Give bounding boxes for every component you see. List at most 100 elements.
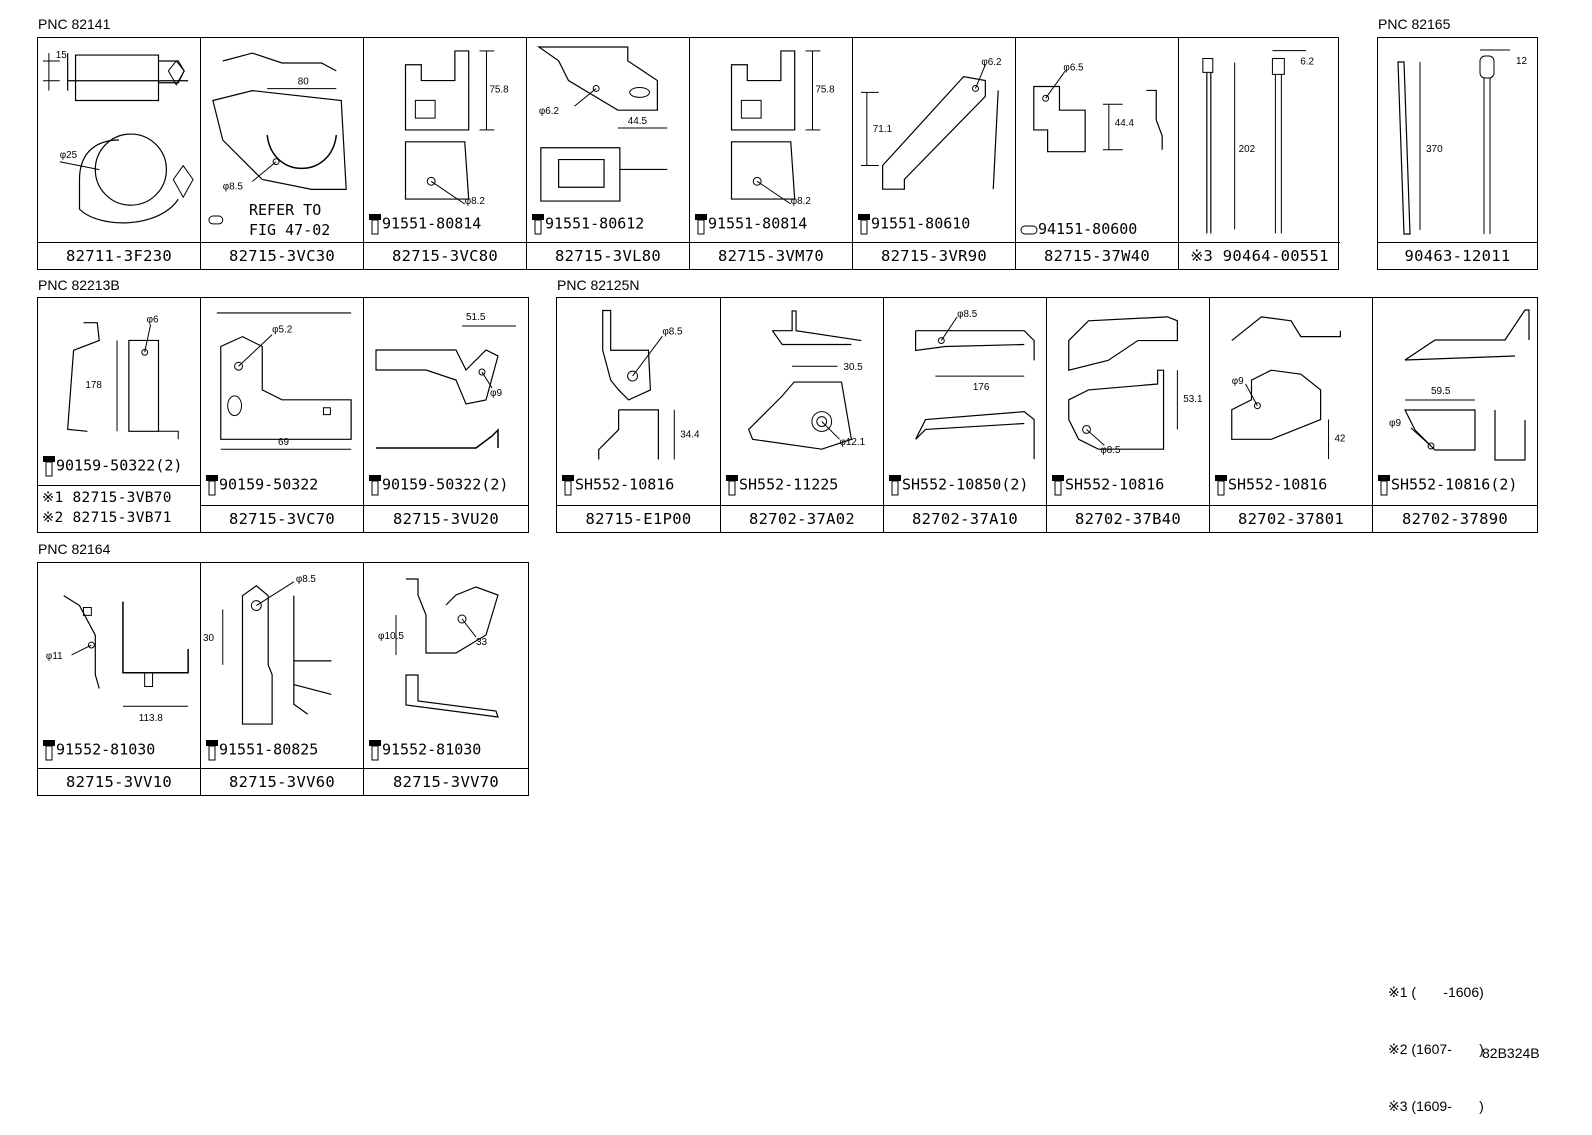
part-number[interactable]: 82702-37890 [1373, 505, 1537, 532]
part-number[interactable]: 82715-3VL80 [527, 242, 689, 269]
clamp-drawing: 15 φ25 [40, 50, 198, 238]
fastener-callout[interactable]: SH552-10816 [1051, 474, 1164, 496]
part-number[interactable]: 82715-3VU20 [364, 505, 528, 532]
bracket-drawing: 178 φ6 [40, 315, 198, 450]
dim-label: 6.2 [1300, 56, 1314, 67]
fastener-callout[interactable]: SH552-11225 [725, 474, 838, 496]
fastener-callout[interactable]: 91551-80612 [531, 213, 644, 235]
part-number[interactable]: 82702-37A02 [721, 505, 883, 532]
part-cell[interactable]: 178 φ6 90159-50322(2) ※1 82715-3VB70 ※2 … [38, 298, 201, 532]
bolt-icon [369, 740, 381, 761]
fastener-number: 91551-80814 [382, 214, 482, 233]
part-cell[interactable]: φ6.2 44.5 91551-80612 82715-3VL80 [527, 38, 690, 269]
figure-code: 82B324B [1482, 1045, 1540, 1061]
part-cell[interactable]: φ11 113.8 91552-81030 82715-3VV10 [38, 563, 201, 795]
fastener-callout[interactable]: 90159-50322(2) [42, 455, 182, 477]
part-number[interactable]: 82715-3VV60 [201, 768, 363, 795]
part-cell[interactable]: φ9 51.5 90159-50322(2) 82715-3VU20 [364, 298, 528, 532]
part-cell[interactable]: 59.5 φ9 SH552-10816(2) 82702-37890 [1373, 298, 1537, 532]
dim-label: φ6.5 [1063, 63, 1084, 74]
cable-tie-drawing: 6.2 202 [1181, 40, 1315, 238]
dim-label: 59.5 [1431, 386, 1451, 397]
note-line: ※1 ( -1606) [1388, 984, 1484, 1000]
dim-label: φ6 [147, 315, 159, 326]
part-number[interactable]: 82715-3VC80 [364, 242, 526, 269]
dim-label: 30 [203, 633, 214, 644]
part-number[interactable]: 82715-37W40 [1016, 242, 1178, 269]
part-cell[interactable]: 6.2 202 ※3 90464-00551 [1179, 38, 1340, 269]
part-number-variant-2[interactable]: ※2 82715-3VB71 [42, 510, 172, 526]
part-number[interactable]: 82715-3VV10 [38, 768, 200, 795]
part-cell[interactable]: φ6.2 71.1 91551-80610 82715-3VR90 [853, 38, 1016, 269]
part-number[interactable]: 82715-E1P00 [557, 505, 720, 532]
part-cell[interactable]: 75.8 φ8.2 91551-80814 82715-3VC80 [364, 38, 527, 269]
part-cell[interactable]: φ6.5 44.4 94151-80600 82715-37W40 [1016, 38, 1179, 269]
part-number[interactable]: 82715-3VR90 [853, 242, 1015, 269]
dim-label: 113.8 [139, 713, 163, 724]
dim-label: φ6.2 [539, 106, 559, 117]
fastener-callout[interactable]: 91551-80814 [368, 213, 481, 235]
part-number[interactable]: 82711-3F230 [38, 242, 200, 269]
dim-label: φ12.1 [840, 437, 866, 448]
dim-label: φ8.5 [957, 309, 978, 320]
part-cell[interactable]: φ8.5 34.4 SH552-10816 82715-E1P00 [557, 298, 721, 532]
part-cell[interactable]: 75.8 φ8.2 91551-80814 82715-3VM70 [690, 38, 853, 269]
fastener-callout[interactable]: 91551-80825 [205, 739, 318, 761]
dim-label: 202 [1239, 144, 1256, 155]
part-cell[interactable]: 12 370 90463-12011 [1378, 38, 1537, 269]
part-number[interactable]: 90463-12011 [1378, 242, 1537, 269]
part-number-pair[interactable]: ※1 82715-3VB70 ※2 82715-3VB71 [38, 485, 200, 532]
part-cell[interactable]: φ8.5 30 91551-80825 82715-3VV60 [201, 563, 364, 795]
fastener-callout[interactable]: 91552-81030 [368, 739, 481, 761]
part-cell[interactable]: 15 φ25 82711-3F230 [38, 38, 201, 269]
part-number[interactable]: ※3 90464-00551 [1179, 242, 1340, 269]
bolt-icon [562, 475, 574, 496]
fastener-callout[interactable]: 90159-50322 [205, 474, 318, 496]
bracket-drawing: φ5.2 69 [203, 300, 361, 470]
fastener-number: 90159-50322(2) [382, 475, 509, 494]
part-cell[interactable]: 30.5 φ12.1 SH552-11225 82702-37A02 [721, 298, 884, 532]
dim-label: φ9 [1232, 376, 1244, 387]
part-cell[interactable]: φ9 42 SH552-10816 82702-37801 [1210, 298, 1373, 532]
fastener-callout[interactable]: 94151-80600 [1020, 220, 1137, 238]
dim-label: φ8.5 [296, 574, 317, 585]
part-number[interactable]: 82702-37A10 [884, 505, 1046, 532]
fastener-number: SH552-10816 [575, 475, 675, 494]
fastener-number: 91551-80610 [871, 214, 971, 233]
fastener-callout[interactable]: 91552-81030 [42, 739, 155, 761]
bracket-drawing: 75.8 φ8.2 [692, 40, 835, 207]
dim-label: 75.8 [489, 84, 509, 95]
fastener-callout[interactable]: SH552-10816 [1214, 474, 1327, 496]
dim-label: φ8.5 [223, 181, 244, 192]
parts-panel-82164: φ11 113.8 91552-81030 82715-3VV10 φ8.5 3… [37, 562, 529, 796]
part-number[interactable]: 82702-37B40 [1047, 505, 1209, 532]
bolt-icon [43, 456, 55, 477]
fastener-callout[interactable]: SH552-10816 [561, 474, 674, 496]
fastener-callout[interactable]: SH552-10816(2) [1377, 474, 1517, 496]
part-number[interactable]: 82715-3VC30 [201, 242, 363, 269]
bracket-drawing: 30.5 φ12.1 [723, 300, 866, 470]
part-number[interactable]: 82715-3VC70 [201, 505, 363, 532]
part-cell[interactable]: 33 φ10.5 91552-81030 82715-3VV70 [364, 563, 528, 795]
pnc-label: PNC 82164 [38, 541, 111, 557]
bolt-icon [1378, 475, 1390, 496]
part-number-variant-1[interactable]: ※1 82715-3VB70 [42, 490, 172, 506]
fastener-callout[interactable]: 91551-80814 [694, 213, 807, 235]
dim-label: 42 [1334, 433, 1345, 444]
part-cell[interactable]: φ8.5 53.1 SH552-10816 82702-37B40 [1047, 298, 1210, 532]
fastener-callout[interactable]: 90159-50322(2) [368, 474, 508, 496]
part-cell[interactable]: φ5.2 69 90159-50322 82715-3VC70 [201, 298, 364, 532]
bracket-drawing: φ8.5 34.4 [559, 300, 700, 470]
bolt-icon [858, 214, 870, 235]
part-number[interactable]: 82715-3VV70 [364, 768, 528, 795]
part-cell[interactable]: φ8.5 176 SH552-10850(2) 82702-37A10 [884, 298, 1047, 532]
dim-label: φ9 [1389, 418, 1401, 429]
part-number[interactable]: 82702-37801 [1210, 505, 1372, 532]
part-number[interactable]: 82715-3VM70 [690, 242, 852, 269]
parts-panel-82165: 12 370 90463-12011 [1377, 37, 1538, 270]
fastener-number: SH552-10850(2) [902, 475, 1029, 494]
dim-label: φ5.2 [272, 325, 292, 336]
fastener-callout[interactable]: 91551-80610 [857, 213, 970, 235]
fastener-callout[interactable]: SH552-10850(2) [888, 474, 1028, 496]
